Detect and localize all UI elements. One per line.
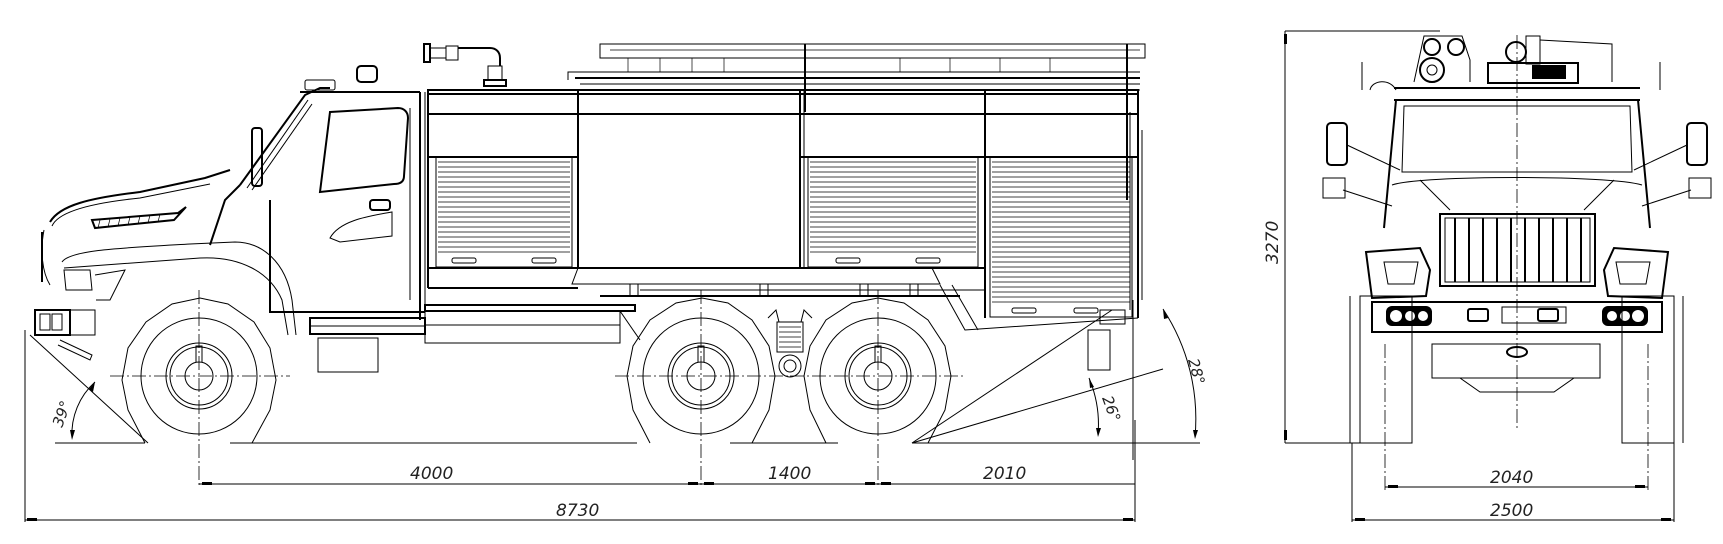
dim-overall-width: 2500 xyxy=(1490,501,1533,521)
rear-wheel-1 xyxy=(615,290,790,485)
roller-shutter-2 xyxy=(807,156,979,268)
body xyxy=(423,43,1146,371)
side-dimensions: 8730 4000 1400 2010 39° 26° xyxy=(24,300,1208,522)
approach-angle-marker: 39° xyxy=(29,334,149,444)
rear-wheel-2 xyxy=(790,290,965,485)
dim-overall-length: 8730 xyxy=(556,501,599,521)
rear-differential xyxy=(767,309,813,378)
front-dimensions: 3270 2040 2500 xyxy=(1263,30,1675,522)
departure-angle-body: 26° xyxy=(1098,393,1124,424)
side-view xyxy=(34,43,1200,485)
front-wheel xyxy=(110,290,290,485)
roof-equipment xyxy=(1361,35,1661,91)
roller-shutter-1 xyxy=(435,156,573,268)
dim-track-width: 2040 xyxy=(1490,468,1533,488)
front-view xyxy=(1322,35,1712,490)
roller-shutter-3 xyxy=(989,156,1133,318)
dim-overall-height: 3270 xyxy=(1263,221,1283,264)
approach-angle: 39° xyxy=(49,398,75,429)
departure-angle-markers: 26° 28° xyxy=(911,300,1208,460)
front-view-wheels xyxy=(1349,295,1684,490)
cab xyxy=(34,65,426,373)
dim-rear-overhang: 2010 xyxy=(983,464,1026,484)
front-cab xyxy=(1322,35,1712,430)
departure-angle-max: 28° xyxy=(1184,356,1208,386)
dim-rear-axle-spacing: 1400 xyxy=(768,464,811,484)
dim-front-to-rear-axle: 4000 xyxy=(410,464,453,484)
water-monitor xyxy=(423,43,507,87)
